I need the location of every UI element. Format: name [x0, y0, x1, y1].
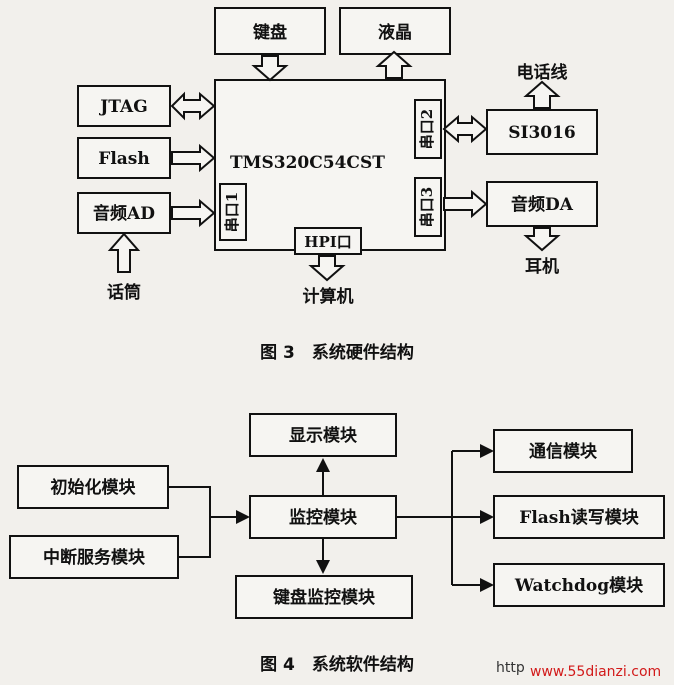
keyboard-label: 键盘: [253, 22, 287, 43]
computer-label: 计算机: [303, 286, 354, 307]
si3016-to-phone-arrow: [523, 80, 561, 109]
init-module-box: [17, 465, 169, 509]
join-to-monitor-arrowhead: [236, 510, 250, 524]
figure3-caption: 图 3 系统硬件结构: [260, 342, 414, 363]
lcd-label: 液晶: [378, 22, 412, 43]
port2-box: [414, 99, 442, 159]
cpu-label: TMS320C54CST: [230, 153, 385, 173]
phone-line-label: 电话线: [517, 62, 568, 83]
si3016-label: SI3016: [508, 123, 576, 143]
port1-label: 串口1: [223, 192, 241, 232]
hpi-label: HPI口: [304, 233, 351, 251]
branch-to-comm-arrowhead: [480, 444, 494, 458]
port3-label: 串口3: [418, 187, 436, 227]
watermark-site: www.55dianzi.com: [530, 664, 661, 680]
keyboard-box: [214, 7, 326, 55]
display-module-label: 显示模块: [289, 425, 358, 446]
earphone-label: 耳机: [525, 256, 559, 277]
comm-module-box: [493, 429, 633, 473]
jtag-label: JTAG: [98, 97, 147, 117]
monitor-module-label: 监控模块: [289, 507, 358, 528]
jtag-box: [77, 85, 171, 127]
port2-si3016-bidirectional-arrow: [442, 114, 488, 144]
audio-ad-to-cpu-arrow: [171, 198, 216, 228]
watchdog-module-box: [493, 563, 665, 607]
branch-to-watchdog-arrowhead: [480, 578, 494, 592]
init-module-label: 初始化模块: [51, 477, 137, 498]
watermark-prefix: http: [496, 660, 525, 676]
cpu-box: [214, 79, 446, 251]
comm-module-label: 通信模块: [529, 441, 598, 462]
flash-box: [77, 137, 171, 179]
hpi-to-computer-arrow: [308, 255, 346, 282]
display-module-box: [249, 413, 397, 457]
branch-to-flash-arrowhead: [480, 510, 494, 524]
si3016-box: [486, 109, 598, 155]
cpu-to-lcd-arrow: [375, 50, 413, 79]
interrupt-module-box: [9, 535, 179, 579]
port3-box: [414, 177, 442, 237]
audio-da-box: [486, 181, 598, 227]
keyboard-to-cpu-arrow: [251, 55, 289, 82]
monitor-to-display-arrowhead: [316, 458, 330, 472]
init-interrupt-join-line: [168, 486, 211, 558]
da-to-earphone-arrow: [523, 227, 561, 252]
keyboard-monitor-module-box: [235, 575, 413, 619]
flash-rw-module-label: Flash读写模块: [519, 507, 639, 528]
port2-label: 串口2: [418, 109, 436, 149]
port1-box: [219, 183, 247, 241]
keyboard-monitor-module-label: 键盘监控模块: [273, 587, 376, 608]
flash-rw-module-box: [493, 495, 665, 539]
flash-label: Flash: [98, 149, 149, 169]
jtag-bidirectional-arrow: [170, 91, 216, 121]
figure4-caption: 图 4 系统软件结构: [260, 654, 414, 675]
audio-ad-box: [77, 192, 171, 234]
port3-to-da-arrow: [443, 189, 488, 219]
flash-to-cpu-arrow: [171, 143, 216, 173]
interrupt-module-label: 中断服务模块: [43, 547, 146, 568]
monitor-to-kbd-arrowhead: [316, 560, 330, 574]
mic-label: 话筒: [107, 282, 141, 303]
watchdog-module-label: Watchdog模块: [514, 575, 644, 596]
hpi-box: [294, 227, 362, 255]
mic-to-ad-arrow: [107, 232, 141, 273]
audio-da-label: 音频DA: [511, 194, 574, 215]
audio-ad-label: 音频AD: [93, 203, 155, 224]
